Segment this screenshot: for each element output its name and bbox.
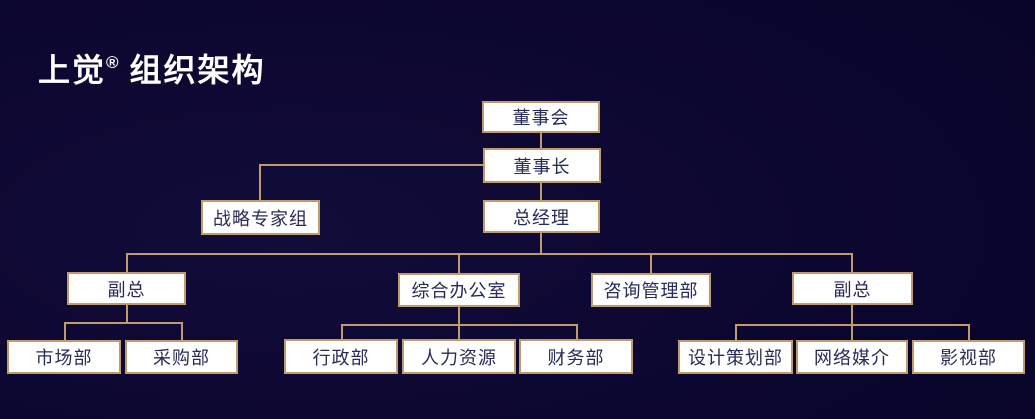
connector-line — [126, 305, 128, 322]
connector-line — [968, 324, 970, 340]
page-title-text: 组织架构 — [118, 52, 266, 89]
connector-line — [341, 324, 343, 339]
connector-line — [64, 322, 183, 324]
connector-line — [458, 324, 460, 339]
org-node-label: 影视部 — [940, 348, 997, 368]
org-node-label: 综合办公室 — [411, 281, 507, 301]
connector-line — [540, 183, 542, 200]
connector-line — [126, 253, 128, 272]
org-node-consulting-management: 咨询管理部 — [591, 273, 711, 307]
org-node-label: 总经理 — [513, 207, 570, 228]
org-node-label: 咨询管理部 — [603, 281, 699, 301]
org-node-label: 董事长 — [513, 156, 571, 177]
org-node-label: 人力资源 — [421, 347, 497, 368]
org-node-general-office: 综合办公室 — [398, 273, 520, 307]
connector-line — [576, 324, 578, 339]
connector-line — [540, 133, 542, 148]
connector-line — [458, 307, 460, 324]
org-node-marketing-dept: 市场部 — [7, 340, 121, 374]
org-node-label: 战略专家组 — [213, 208, 308, 229]
org-node-label: 副总 — [107, 279, 146, 300]
registered-trademark-symbol: ® — [106, 53, 119, 73]
connector-line — [458, 253, 460, 273]
org-node-label: 市场部 — [35, 348, 93, 368]
org-node-board-of-directors: 董事会 — [482, 101, 600, 133]
connector-line — [851, 324, 853, 340]
connector-line — [540, 233, 542, 253]
connector-line — [650, 253, 652, 273]
org-node-human-resources: 人力资源 — [402, 339, 516, 374]
org-node-strategy-expert-group: 战略专家组 — [201, 200, 320, 235]
org-node-label: 网络媒介 — [814, 348, 890, 368]
page-title: 上觉® 组织架构 — [38, 45, 265, 91]
org-node-label: 财务部 — [547, 347, 605, 368]
connector-line — [851, 253, 853, 272]
org-node-deputy-gm-left: 副总 — [67, 272, 186, 305]
connector-line — [64, 322, 66, 340]
connector-line — [851, 305, 853, 324]
org-node-design-planning-dept: 设计策划部 — [678, 340, 793, 374]
brand-name: 上觉 — [38, 52, 107, 89]
org-node-general-manager: 总经理 — [483, 200, 600, 233]
org-node-network-media-dept: 网络媒介 — [796, 340, 908, 374]
connector-line — [126, 253, 853, 255]
org-node-chairman: 董事长 — [483, 148, 601, 183]
connector-line — [259, 164, 261, 200]
connector-line — [259, 164, 483, 166]
org-node-label: 副总 — [833, 279, 872, 300]
org-node-label: 行政部 — [312, 347, 370, 368]
org-node-administration-dept: 行政部 — [284, 339, 398, 374]
org-node-label: 董事会 — [512, 108, 570, 128]
connector-line — [181, 322, 183, 340]
org-node-label: 设计策划部 — [688, 348, 783, 368]
org-node-finance-dept: 财务部 — [519, 339, 633, 374]
org-node-film-tv-dept: 影视部 — [912, 340, 1025, 374]
org-node-label: 采购部 — [153, 348, 210, 368]
org-node-procurement-dept: 采购部 — [125, 340, 238, 374]
connector-line — [735, 324, 737, 340]
org-node-deputy-gm-right: 副总 — [792, 272, 913, 305]
